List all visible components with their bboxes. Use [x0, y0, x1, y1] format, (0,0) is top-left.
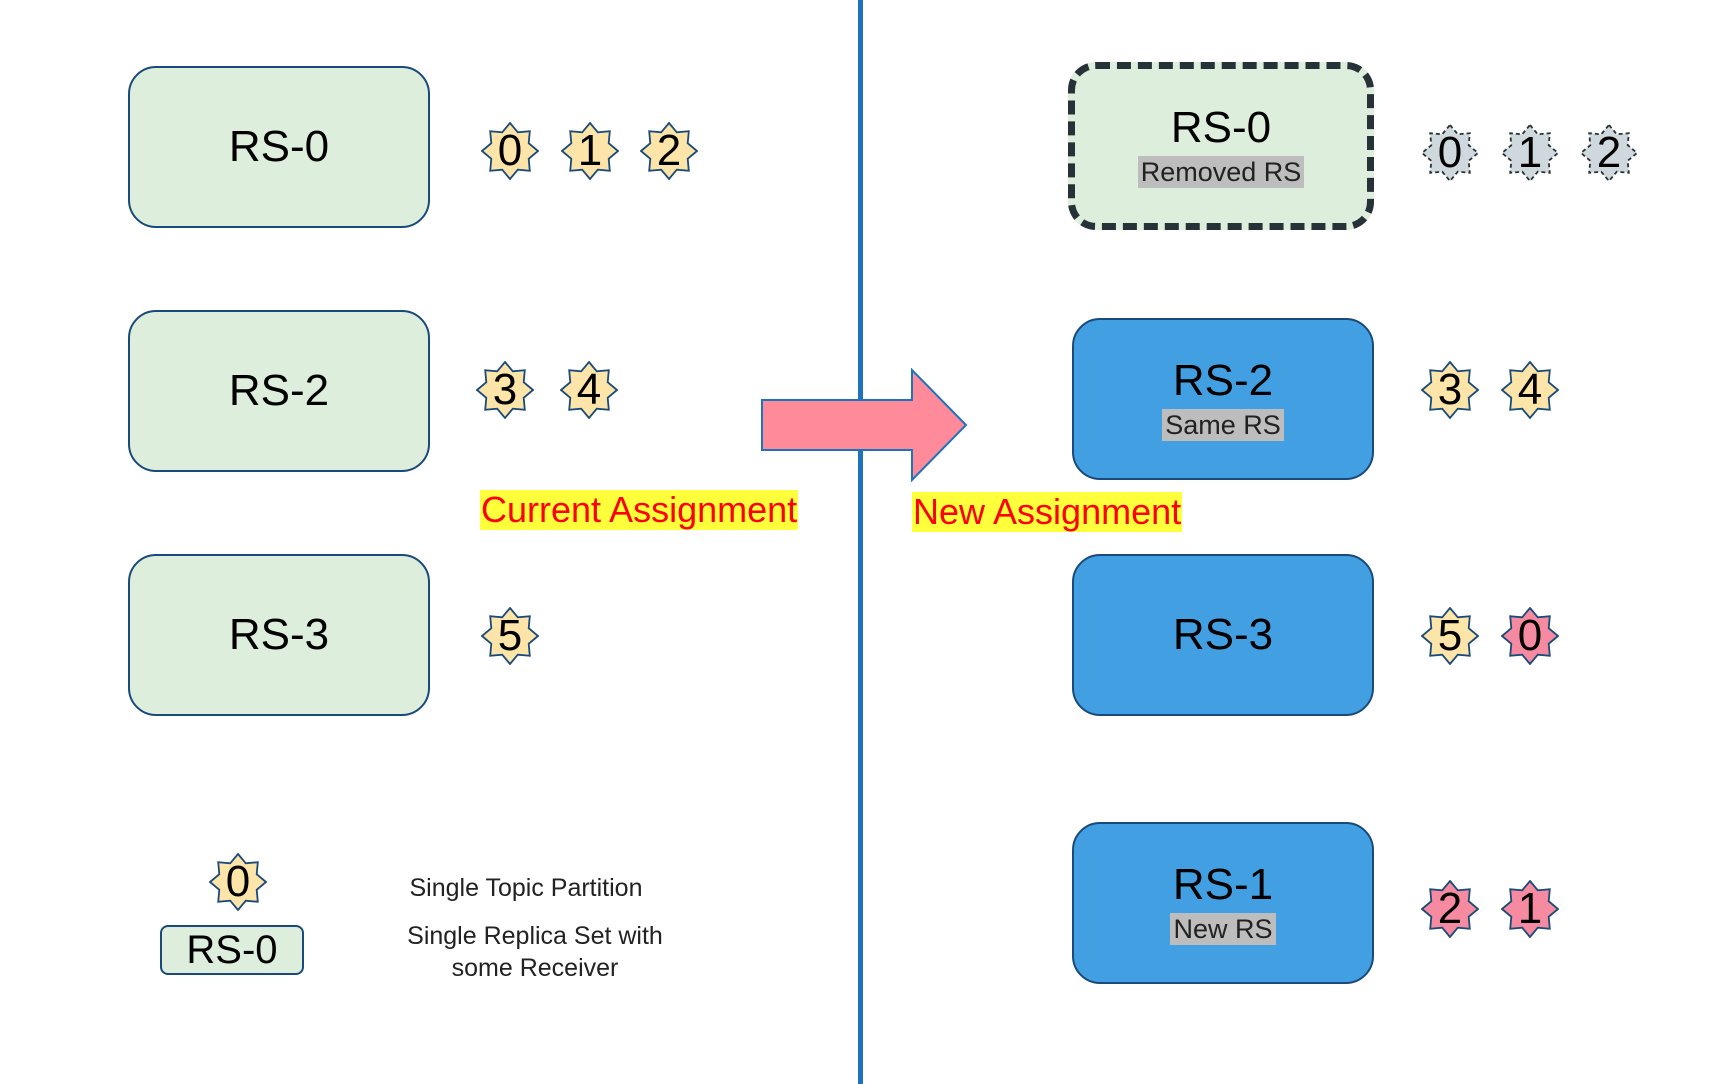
new-rs-1-label: RS-1 — [1172, 860, 1274, 909]
current-assignment-caption: Current Assignment — [480, 489, 799, 530]
current-rs-0-partition-2: 2 — [640, 122, 698, 180]
star-icon — [561, 122, 619, 180]
star-dashed-icon — [1580, 124, 1638, 182]
same-rs-tag: Same RS — [1162, 409, 1284, 441]
star-dashed-icon — [1421, 124, 1479, 182]
current-rs-0-box: RS-0 — [128, 66, 430, 228]
star-icon — [481, 122, 539, 180]
star-icon — [209, 853, 267, 911]
new-rs-tag: New RS — [1170, 913, 1276, 945]
new-rs-1-box: RS-1 New RS — [1072, 822, 1374, 984]
current-rs-3-box: RS-3 — [128, 554, 430, 716]
star-icon — [1421, 361, 1479, 419]
current-rs-3-label: RS-3 — [228, 610, 330, 659]
new-rs-2-partition-4: 4 — [1501, 361, 1559, 419]
star-dashed-icon — [1501, 124, 1559, 182]
current-rs-2-partition-3: 3 — [476, 361, 534, 419]
current-rs-2-box: RS-2 — [128, 310, 430, 472]
star-pink-icon — [1421, 880, 1479, 938]
new-rs-2-partition-3: 3 — [1421, 361, 1479, 419]
new-rs-2-box: RS-2 Same RS — [1072, 318, 1374, 480]
star-icon — [481, 607, 539, 665]
legend-rs-sample: RS-0 — [160, 925, 304, 975]
new-rs-3-partition-0-moved: 0 — [1501, 607, 1559, 665]
arrow-right-icon — [761, 368, 968, 482]
star-icon — [560, 361, 618, 419]
new-rs-1-partition-2-moved: 2 — [1421, 880, 1479, 938]
star-pink-icon — [1501, 880, 1559, 938]
removed-rs-tag: Removed RS — [1137, 156, 1305, 188]
new-rs-3-partition-5: 5 — [1421, 607, 1479, 665]
legend-rs-label: Single Replica Set with some Receiver — [407, 922, 663, 982]
star-icon — [640, 122, 698, 180]
new-rs-3-label: RS-3 — [1172, 610, 1274, 659]
new-rs-0-label: RS-0 — [1170, 103, 1272, 152]
new-assignment-caption: New Assignment — [912, 491, 1183, 532]
current-rs-0-partition-1: 1 — [561, 122, 619, 180]
new-rs-1-partition-1-moved: 1 — [1501, 880, 1559, 938]
divider-line — [858, 0, 863, 1084]
new-rs-0-partition-1: 1 — [1501, 124, 1559, 182]
current-rs-2-partition-4: 4 — [560, 361, 618, 419]
star-icon — [1501, 361, 1559, 419]
legend-partition-sample: 0 — [209, 853, 267, 911]
current-rs-0-partition-0: 0 — [481, 122, 539, 180]
star-icon — [1421, 607, 1479, 665]
star-pink-icon — [1501, 607, 1559, 665]
new-rs-0-removed-box: RS-0 Removed RS — [1068, 62, 1374, 230]
current-rs-0-label: RS-0 — [228, 122, 330, 171]
star-icon — [476, 361, 534, 419]
current-rs-2-label: RS-2 — [228, 366, 330, 415]
new-rs-0-partition-0: 0 — [1421, 124, 1479, 182]
new-rs-2-label: RS-2 — [1172, 356, 1274, 405]
current-rs-3-partition-5: 5 — [481, 607, 539, 665]
new-rs-3-box: RS-3 — [1072, 554, 1374, 716]
new-rs-0-partition-2: 2 — [1580, 124, 1638, 182]
legend-partition-label: Single Topic Partition — [409, 874, 643, 902]
